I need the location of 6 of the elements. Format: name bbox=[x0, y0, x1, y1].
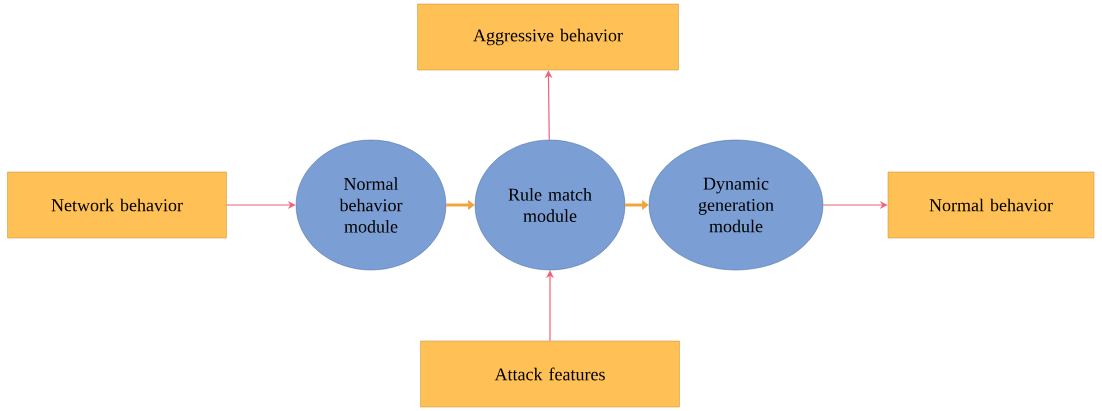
process-box: Aggressive behavior bbox=[417, 3, 679, 71]
process-box: Normal behavior bbox=[887, 171, 1095, 239]
arrow bbox=[446, 200, 475, 210]
process-box: Attack features bbox=[420, 340, 680, 408]
process-box: Network behavior bbox=[7, 171, 227, 239]
arrow bbox=[625, 200, 649, 210]
